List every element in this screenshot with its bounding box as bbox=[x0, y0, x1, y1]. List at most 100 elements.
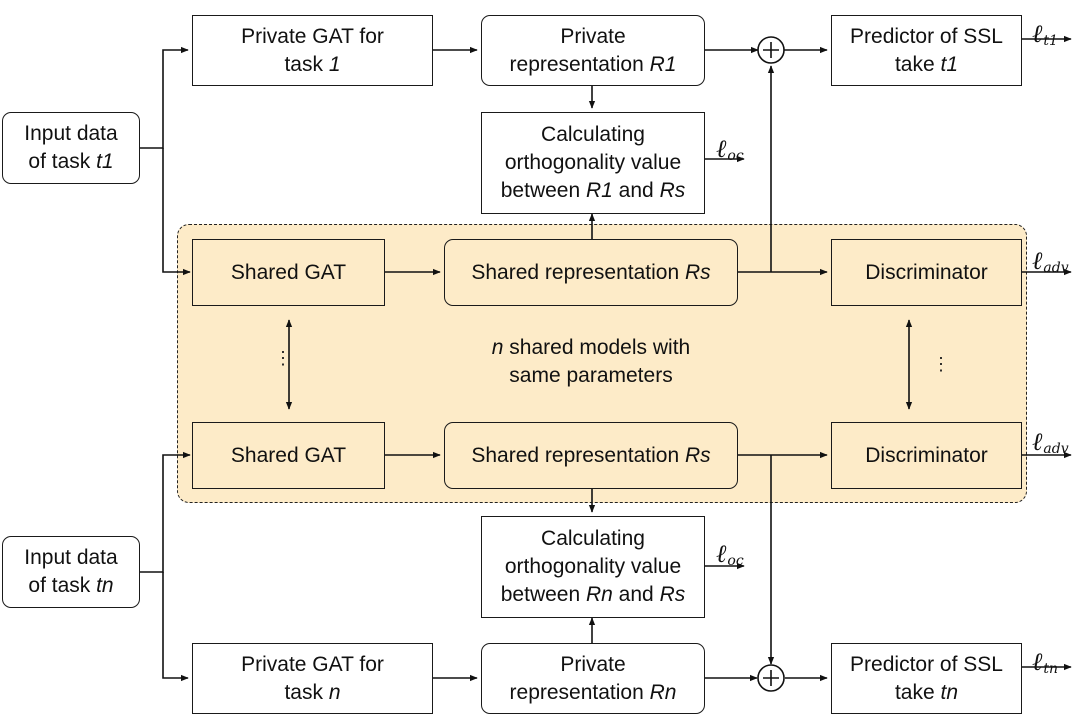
orthogonality-1-line1: Calculating bbox=[541, 123, 645, 147]
input-t1-var: t1 bbox=[96, 150, 114, 173]
loss-tn-subscript: tn bbox=[1043, 661, 1059, 677]
shared-gat-box-1: Shared GAT bbox=[192, 239, 385, 306]
orthogonality-rn-rs-box: Calculating orthogonality value between … bbox=[481, 516, 705, 618]
private-gat-1-line1: Private GAT for bbox=[241, 24, 384, 48]
shared-note-var: n bbox=[491, 336, 504, 359]
orthogonality-1-prefix: between bbox=[500, 178, 586, 202]
private-representation-r1-box: Private representation R1 bbox=[481, 15, 705, 86]
loss-label-oc-top: ℓoc bbox=[716, 136, 744, 163]
input-data-task-t1-box: Input data of task t1 bbox=[2, 112, 140, 184]
ellipsis-right: ⋮ bbox=[932, 354, 950, 374]
shared-rep-n-prefix: Shared representation bbox=[471, 443, 685, 467]
private-rep-rn-line2: representation Rn bbox=[510, 679, 677, 707]
shared-rep-n-label: Shared representation Rs bbox=[471, 442, 710, 470]
predictor-t1-line1: Predictor of SSL bbox=[850, 24, 1003, 48]
private-gat-1-line2: task 1 bbox=[284, 51, 340, 79]
input-tn-line1: Input data bbox=[24, 546, 118, 570]
discriminator-box-n: Discriminator bbox=[831, 422, 1022, 489]
loss-oc-top-symbol: ℓ bbox=[716, 134, 727, 163]
loss-adv-bottom-subscript: adv bbox=[1043, 441, 1069, 457]
ellipsis-left: ⋮ bbox=[274, 348, 292, 368]
shared-rep-1-var: Rs bbox=[684, 260, 711, 284]
private-rep-rn-prefix: representation bbox=[509, 680, 650, 704]
orthogonality-1-line2: orthogonality value bbox=[504, 151, 682, 175]
private-rep-r1-var: R1 bbox=[649, 52, 677, 76]
input-tn-line2: of task tn bbox=[28, 572, 113, 600]
private-gat-n-line1: Private GAT for bbox=[241, 652, 384, 676]
shared-representation-box-n: Shared representation Rs bbox=[444, 422, 738, 489]
loss-oc-bottom-subscript: oc bbox=[727, 553, 744, 569]
orthogonality-n-line1: Calculating bbox=[541, 527, 645, 551]
private-gat-1-prefix: task bbox=[284, 52, 329, 76]
orthogonality-1-var1: R1 bbox=[585, 178, 613, 202]
private-rep-rn-var: Rn bbox=[649, 680, 677, 704]
shared-models-note: n shared models with same parameters bbox=[444, 334, 738, 390]
private-rep-r1-line1: Private bbox=[560, 24, 626, 48]
predictor-ssl-t1-box: Predictor of SSL take t1 bbox=[831, 15, 1022, 86]
shared-gat-box-n: Shared GAT bbox=[192, 422, 385, 489]
sum-node-top bbox=[757, 36, 785, 64]
private-gat-task-n-box: Private GAT for task n bbox=[192, 643, 433, 714]
loss-label-t1: ℓt1 bbox=[1032, 21, 1058, 48]
orthogonality-n-var2: Rs bbox=[659, 582, 686, 606]
private-gat-n-line2: task n bbox=[284, 679, 340, 707]
shared-representation-box-1: Shared representation Rs bbox=[444, 239, 738, 306]
loss-label-oc-bottom: ℓoc bbox=[716, 541, 744, 568]
private-gat-n-prefix: task bbox=[284, 680, 329, 704]
private-gat-1-var: 1 bbox=[328, 52, 341, 76]
shared-rep-n-var: Rs bbox=[684, 443, 711, 467]
orthogonality-n-var1: Rn bbox=[585, 582, 613, 606]
predictor-ssl-tn-box: Predictor of SSL take tn bbox=[831, 643, 1022, 714]
private-gat-task-1-box: Private GAT for task 1 bbox=[192, 15, 433, 86]
sum-node-bottom bbox=[757, 664, 785, 692]
loss-oc-bottom-symbol: ℓ bbox=[716, 539, 727, 568]
private-rep-rn-line1: Private bbox=[560, 652, 626, 676]
orthogonality-n-line3: between Rn and Rs bbox=[501, 581, 685, 609]
predictor-tn-line1: Predictor of SSL bbox=[850, 652, 1003, 676]
predictor-t1-line2: take t1 bbox=[895, 51, 958, 79]
discriminator-box-1: Discriminator bbox=[831, 239, 1022, 306]
loss-t1-symbol: ℓ bbox=[1032, 19, 1043, 48]
shared-rep-1-prefix: Shared representation bbox=[471, 260, 685, 284]
orthogonality-1-var2: Rs bbox=[659, 178, 686, 202]
private-rep-r1-line2: representation R1 bbox=[510, 51, 677, 79]
input-t1-prefix: of task bbox=[28, 150, 97, 173]
loss-oc-top-subscript: oc bbox=[727, 148, 744, 164]
shared-note-line2: same parameters bbox=[509, 363, 673, 387]
wire-input-tn-to-shared-gat-n bbox=[140, 451, 191, 573]
discriminator-n-label: Discriminator bbox=[865, 443, 988, 467]
shared-rep-1-label: Shared representation Rs bbox=[471, 259, 710, 287]
private-representation-rn-box: Private representation Rn bbox=[481, 643, 705, 714]
input-t1-line1: Input data bbox=[24, 122, 118, 146]
orthogonality-1-mid: and bbox=[612, 178, 660, 202]
loss-adv-bottom-symbol: ℓ bbox=[1032, 427, 1043, 456]
input-tn-var: tn bbox=[96, 574, 114, 597]
loss-label-adv-bottom: ℓadv bbox=[1032, 429, 1069, 456]
orthogonality-n-prefix: between bbox=[500, 582, 586, 606]
shared-note-text1: shared models with bbox=[503, 336, 691, 359]
input-tn-prefix: of task bbox=[28, 574, 97, 597]
input-t1-line2: of task t1 bbox=[28, 148, 113, 176]
loss-adv-top-subscript: adv bbox=[1043, 260, 1069, 276]
wire-input-t1-to-private-gat-1 bbox=[140, 46, 189, 149]
loss-label-adv-top: ℓadv bbox=[1032, 248, 1069, 275]
predictor-tn-prefix: take bbox=[894, 680, 941, 704]
private-gat-n-var: n bbox=[328, 680, 341, 704]
predictor-t1-prefix: take bbox=[894, 52, 941, 76]
predictor-t1-var: t1 bbox=[940, 52, 959, 76]
private-rep-r1-prefix: representation bbox=[509, 52, 650, 76]
wire-input-t1-to-shared-gat-1 bbox=[162, 148, 191, 276]
discriminator-1-label: Discriminator bbox=[865, 260, 988, 284]
shared-note-line1: n shared models with bbox=[444, 334, 738, 362]
orthogonality-n-mid: and bbox=[612, 582, 660, 606]
predictor-tn-var: tn bbox=[940, 680, 959, 704]
loss-label-tn: ℓtn bbox=[1032, 649, 1058, 676]
wire-input-tn-to-private-gat-n bbox=[162, 572, 189, 682]
predictor-tn-line2: take tn bbox=[895, 679, 958, 707]
loss-adv-top-symbol: ℓ bbox=[1032, 246, 1043, 275]
orthogonality-1-line3: between R1 and Rs bbox=[501, 177, 685, 205]
loss-tn-symbol: ℓ bbox=[1032, 647, 1043, 676]
orthogonality-n-line2: orthogonality value bbox=[504, 555, 682, 579]
shared-gat-n-label: Shared GAT bbox=[230, 443, 347, 467]
